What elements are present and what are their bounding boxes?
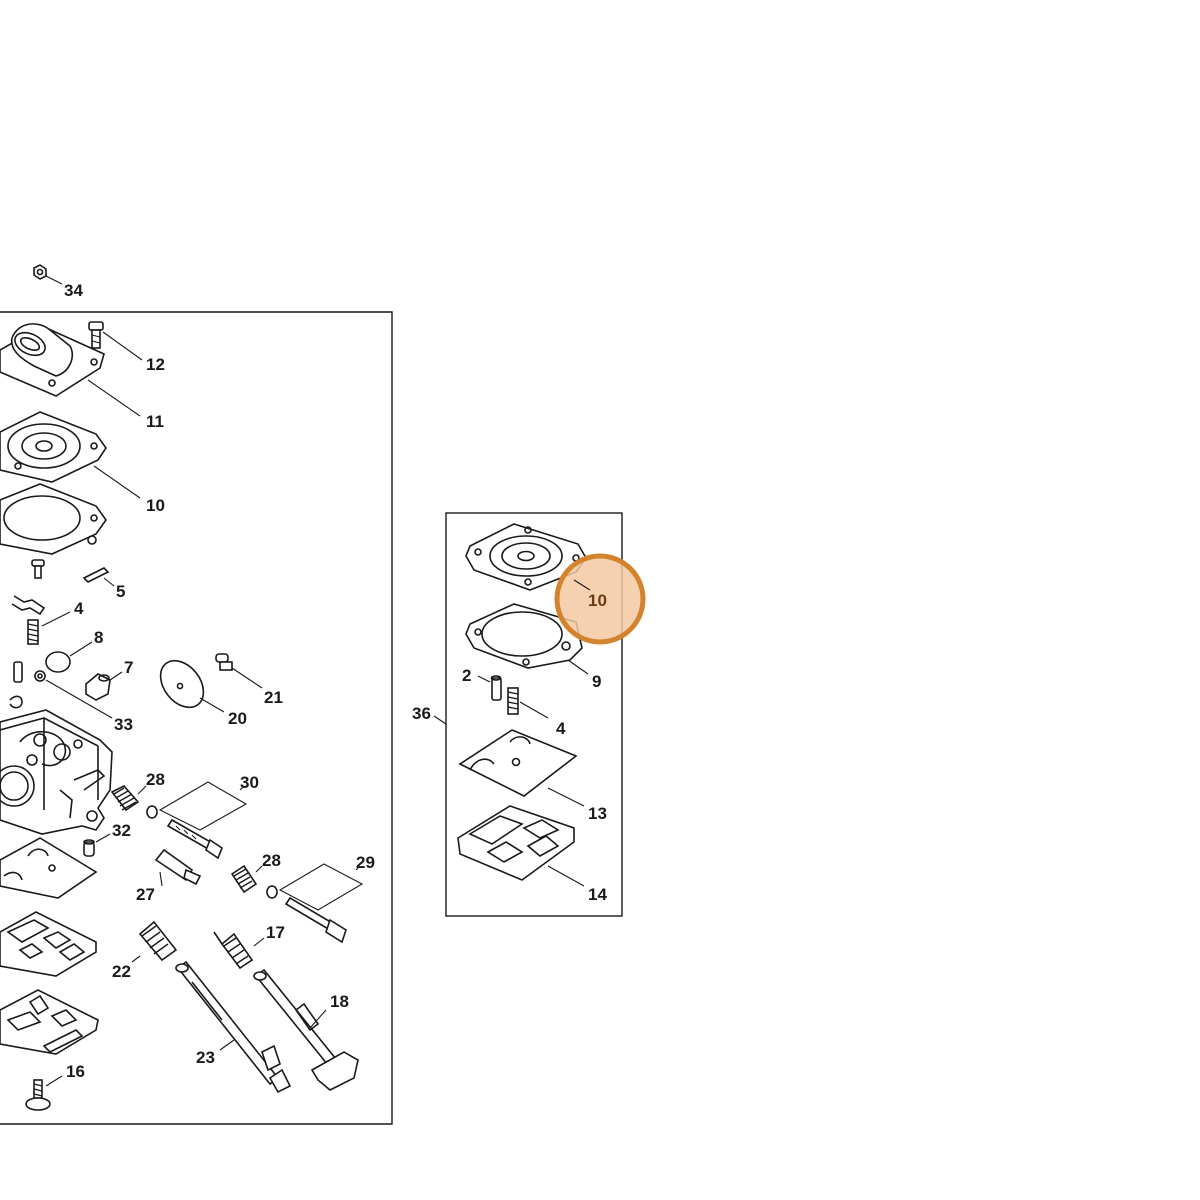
label-21: 21 [264,688,283,707]
main-assembly-frame [0,311,393,1125]
label-4-kit: 4 [556,719,566,738]
part-10-main: 10 [0,411,165,515]
part-2: 2 [462,666,502,701]
part-34: 34 [33,264,83,300]
label-22: 22 [112,962,131,981]
label-29: 29 [356,853,375,872]
part-13-main [0,837,98,899]
carburetor-body [0,709,113,835]
label-8: 8 [94,628,103,647]
label-13: 13 [588,804,607,823]
label-33: 33 [114,715,133,734]
part-13-kit: 13 [458,729,607,823]
highlight-circle[interactable] [554,553,646,645]
label-12: 12 [146,355,165,374]
label-9: 9 [592,672,601,691]
part-o-ring-a [146,805,158,819]
highlight-marker[interactable]: 10 [554,553,646,645]
part-18: 18 [253,968,359,1091]
part-23: 23 [175,960,292,1094]
part-5: 5 [82,567,125,601]
part-17: 17 [213,923,285,970]
label-28-b: 28 [262,851,281,870]
label-23: 23 [196,1048,215,1067]
label-7: 7 [124,658,133,677]
label-32: 32 [112,821,131,840]
part-33: 33 [34,670,133,734]
part-20: 20 [159,659,247,728]
label-16: 16 [66,1062,85,1081]
label-17: 17 [266,923,285,942]
part-screw-small [31,559,45,579]
repair-kit-frame [445,512,623,917]
part-30: 30 [158,773,259,860]
label-14: 14 [588,885,607,904]
label-30: 30 [240,773,259,792]
repair-kit: 36 9 2 [412,512,623,917]
part-4-main: 4 [27,599,84,645]
part-29: 29 [278,853,375,944]
part-32: 32 [83,821,131,857]
part-21: 21 [215,653,283,707]
part-needle-small [9,661,23,709]
main-assembly: 34 12 11 [0,264,393,1125]
label-36: 36 [412,704,431,723]
part-gasket-lower [0,989,99,1055]
part-16: 16 [25,1062,85,1111]
label-4-main: 4 [74,599,84,618]
part-9-main [0,483,107,555]
part-28-a: 28 [110,770,165,812]
label-20: 20 [228,709,247,728]
part-12: 12 [88,321,165,374]
label-2: 2 [462,666,471,685]
part-14-main [0,911,97,977]
part-4-kit: 4 [507,687,566,738]
part-14-kit: 14 [457,805,607,904]
label-10-main: 10 [146,496,165,515]
part-8: 8 [45,628,103,673]
label-18: 18 [330,992,349,1011]
part-27: 27 [136,848,202,904]
part-lever [11,595,46,616]
label-5: 5 [116,582,125,601]
part-7: 7 [85,658,133,701]
part-11: 11 [0,323,164,431]
label-28-a: 28 [146,770,165,789]
part-o-ring-b [266,885,278,899]
label-34: 34 [64,281,83,300]
label-11: 11 [146,412,164,431]
part-10-kit [465,523,587,591]
part-9-kit: 9 [465,603,601,691]
part-28-b: 28 [230,851,281,894]
highlight-label: 10 [588,591,607,610]
label-27: 27 [136,885,155,904]
part-22: 22 [112,920,178,981]
